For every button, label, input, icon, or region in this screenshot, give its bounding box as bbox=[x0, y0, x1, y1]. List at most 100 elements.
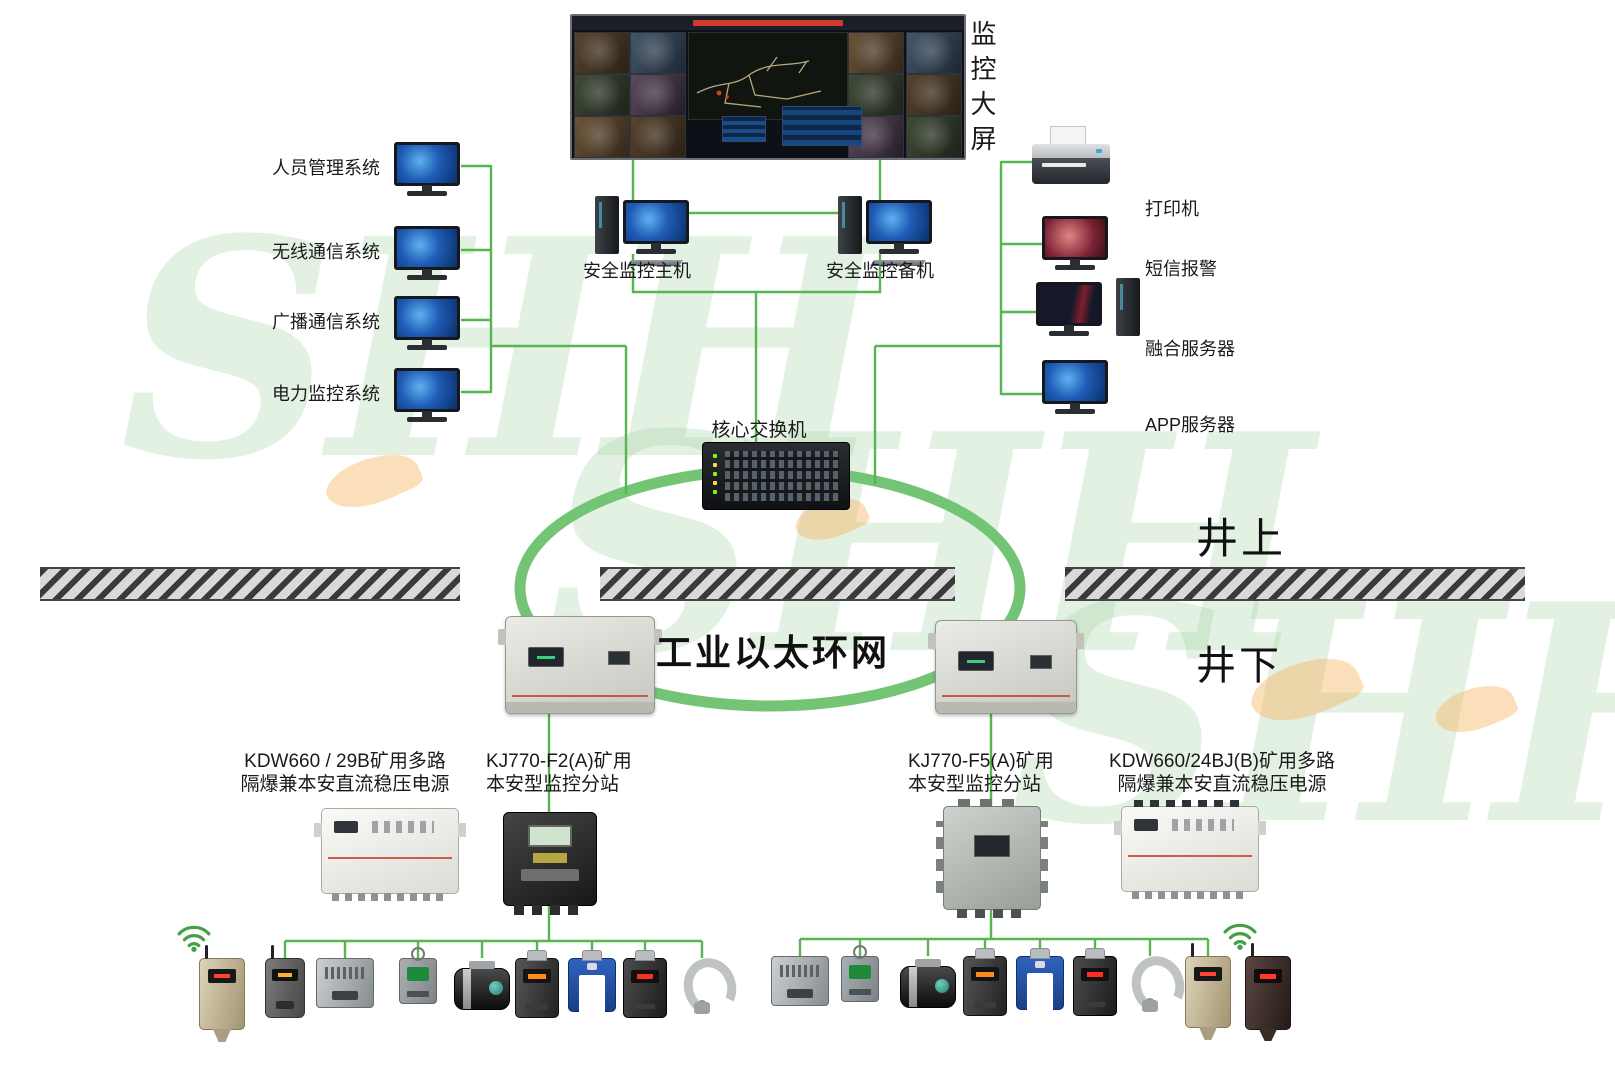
video-thumb bbox=[848, 32, 904, 74]
video-wall bbox=[570, 14, 966, 160]
sensor-blue-clamp bbox=[568, 950, 616, 1012]
video-thumb bbox=[574, 116, 630, 158]
video-wall-titlebar bbox=[572, 16, 964, 30]
sensor-orange-display bbox=[963, 948, 1007, 1016]
label-main-host: 安全监控主机 bbox=[583, 261, 691, 281]
label-line: KJ770-F5(A)矿用 bbox=[908, 751, 1054, 772]
label-line: KJ770-F2(A)矿用 bbox=[486, 751, 632, 772]
switch-led-icons bbox=[713, 454, 717, 458]
sensor-red-display bbox=[623, 950, 667, 1018]
status-table bbox=[722, 116, 766, 142]
label-above-shaft: 井上 bbox=[1196, 515, 1287, 562]
label-below-shaft: 井下 bbox=[1196, 644, 1282, 688]
surface-ground-hatch-left bbox=[40, 567, 460, 601]
pc-tower bbox=[595, 196, 619, 254]
substation-display bbox=[974, 835, 1010, 857]
monitor-app-server bbox=[1042, 360, 1108, 414]
label-right-substation: KJ770-F5(A)矿用 本安型监控分站 bbox=[908, 750, 1118, 796]
video-thumb bbox=[630, 32, 686, 74]
monitor-screen bbox=[866, 200, 932, 244]
node-display bbox=[528, 647, 564, 667]
alarm-table bbox=[782, 106, 862, 146]
monitor-screen bbox=[394, 142, 460, 186]
label-right-power-supply: KDW660/24BJ(B)矿用多路 隔爆兼本安直流稳压电源 bbox=[1098, 750, 1346, 796]
pc-tower bbox=[838, 196, 862, 254]
switch-ports bbox=[725, 451, 839, 501]
watermark-text: SHH bbox=[1010, 538, 1615, 891]
watermark-leaf bbox=[319, 440, 426, 522]
monitor-personnel-system bbox=[394, 142, 460, 196]
monitor-screen bbox=[623, 200, 689, 244]
node-display bbox=[958, 651, 994, 671]
monitor-screen bbox=[394, 296, 460, 340]
surface-ground-hatch-middle bbox=[600, 567, 955, 601]
label-line: 本安型监控分站 bbox=[908, 774, 1042, 795]
label-printer: 打印机 bbox=[1145, 199, 1199, 219]
sensor-gray-flat bbox=[771, 956, 829, 1006]
label-app-server: APP服务器 bbox=[1145, 415, 1236, 435]
monitor-screen bbox=[1042, 360, 1108, 404]
monitor-power-system bbox=[394, 368, 460, 422]
label-wireless-system: 无线通信系统 bbox=[272, 242, 380, 262]
label-line: KDW660 / 29B矿用多路 bbox=[244, 751, 446, 772]
sensor-black-cyl bbox=[454, 961, 510, 1010]
sensor-red-display bbox=[1073, 948, 1117, 1016]
sensor-blue-clamp bbox=[1016, 948, 1064, 1010]
sensor-gray-clamp bbox=[1130, 956, 1170, 1012]
sensor-beige bbox=[1185, 943, 1231, 1028]
label-broadcast-system: 广播通信系统 bbox=[272, 312, 380, 332]
core-switch bbox=[702, 442, 850, 510]
sensor-dark-antenna bbox=[265, 945, 305, 1018]
sensor-beige-wifi bbox=[177, 925, 245, 1030]
cable-glands bbox=[957, 909, 1027, 918]
substation-left bbox=[503, 812, 597, 915]
label-backup-host: 安全监控备机 bbox=[826, 261, 934, 281]
label-line: 隔爆兼本安直流稳压电源 bbox=[240, 774, 450, 795]
sensor-black-cyl bbox=[900, 959, 956, 1008]
server-tower bbox=[1116, 278, 1140, 336]
label-power-system: 电力监控系统 bbox=[272, 384, 380, 404]
label-left-power-supply: KDW660 / 29B矿用多路 隔爆兼本安直流稳压电源 bbox=[228, 750, 462, 796]
printer bbox=[1032, 126, 1110, 188]
label-personnel-system: 人员管理系统 bbox=[272, 158, 380, 178]
safety-monitor-backup-host bbox=[838, 196, 942, 266]
watermark-leaf bbox=[1429, 673, 1521, 745]
video-thumb bbox=[630, 74, 686, 116]
monitor-wireless-system bbox=[394, 226, 460, 280]
monitor-broadcast-system bbox=[394, 296, 460, 350]
video-thumb bbox=[906, 32, 962, 74]
node-display-small bbox=[1030, 655, 1052, 669]
wifi-signal-icon bbox=[1223, 923, 1257, 950]
label-fusion-server: 融合服务器 bbox=[1145, 339, 1235, 359]
monitor-screen bbox=[1042, 216, 1108, 260]
sensor-green-mini bbox=[399, 947, 437, 1004]
label-sms-alarm: 短信报警 bbox=[1145, 259, 1217, 279]
sensor-orange-display bbox=[515, 950, 559, 1018]
sensor-green-mini bbox=[841, 945, 879, 1002]
label-left-substation: KJ770-F2(A)矿用 本安型监控分站 bbox=[486, 750, 696, 796]
fusion-server bbox=[1036, 278, 1140, 344]
video-thumb bbox=[906, 116, 962, 158]
video-thumb bbox=[906, 74, 962, 116]
substation-right bbox=[936, 799, 1048, 918]
substation-display bbox=[528, 825, 572, 847]
video-thumb bbox=[574, 32, 630, 74]
label-line: 隔爆兼本安直流稳压电源 bbox=[1117, 774, 1327, 795]
ring-node-right bbox=[928, 620, 1084, 714]
monitor-screen bbox=[394, 368, 460, 412]
sensor-dark-wifi bbox=[1223, 923, 1291, 1030]
monitor-screen bbox=[394, 226, 460, 270]
sensor-gray-flat bbox=[316, 958, 374, 1008]
safety-monitor-main-host bbox=[595, 196, 699, 266]
video-thumb bbox=[574, 74, 630, 116]
monitor-sms-alarm bbox=[1042, 216, 1108, 270]
video-thumb bbox=[630, 116, 686, 158]
mine-map bbox=[688, 32, 848, 120]
wifi-signal-icon bbox=[177, 925, 211, 952]
monitor-screen bbox=[1036, 282, 1102, 326]
video-wall-label: 监控大屏 bbox=[967, 20, 997, 160]
label-line: KDW660/24BJ(B)矿用多路 bbox=[1109, 751, 1335, 772]
power-supply-right bbox=[1114, 800, 1266, 899]
power-supply-left bbox=[314, 808, 466, 901]
label-line: 本安型监控分站 bbox=[486, 774, 620, 795]
